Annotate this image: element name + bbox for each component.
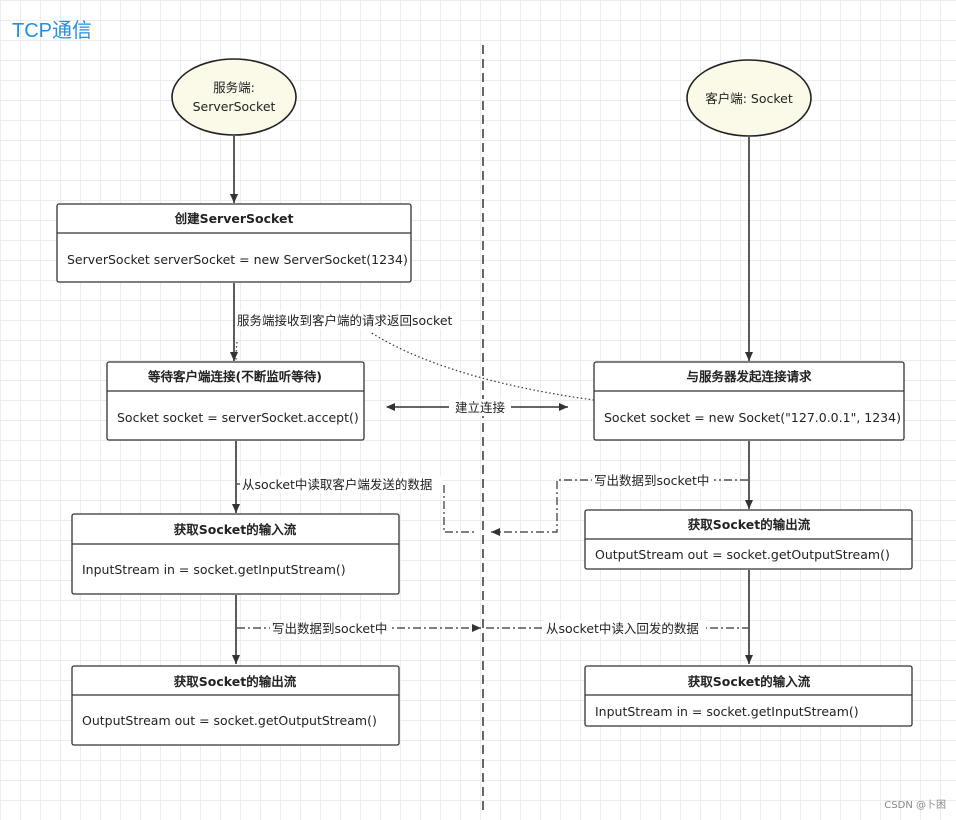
label-establish: 建立连接 [455, 400, 506, 415]
server-ellipse-line1: 服务端: [213, 80, 255, 95]
server-accept-header: 等待客户端连接(不断监听等待) [147, 369, 322, 384]
server-output-header: 获取Socket的输出流 [174, 674, 297, 689]
server-accept-body: Socket socket = serverSocket.accept() [117, 410, 359, 425]
server-input-box: 获取Socket的输入流 InputStream in = socket.get… [71, 513, 400, 595]
server-input-header: 获取Socket的输入流 [174, 522, 297, 537]
server-create-body: ServerSocket serverSocket = new ServerSo… [67, 252, 408, 267]
server-create-header: 创建ServerSocket [174, 211, 294, 226]
server-ellipse-line2: ServerSocket [193, 99, 276, 114]
server-output-box: 获取Socket的输出流 OutputStream out = socket.g… [71, 665, 400, 746]
dotted-return-socket-tail [235, 341, 238, 362]
client-connect-box: 与服务器发起连接请求 Socket socket = new Socket("1… [593, 361, 905, 441]
watermark: CSDN @卜困 [884, 799, 946, 811]
client-ellipse-label: 客户端: Socket [705, 91, 793, 106]
client-ellipse: 客户端: Socket [686, 59, 812, 137]
dashdot-client-write-line [491, 479, 748, 536]
client-output-header: 获取Socket的输出流 [688, 517, 811, 532]
server-create-box: 创建ServerSocket ServerSocket serverSocket… [56, 203, 412, 283]
diagram-title: TCP通信 [12, 20, 92, 42]
client-output-body: OutputStream out = socket.getOutputStrea… [595, 547, 890, 562]
dotted-return-socket-line [369, 331, 595, 401]
client-connect-header: 与服务器发起连接请求 [686, 369, 812, 384]
client-connect-body: Socket socket = new Socket("127.0.0.1", … [604, 410, 901, 425]
client-output-box: 获取Socket的输出流 OutputStream out = socket.g… [584, 509, 913, 570]
label-server-write: 写出数据到socket中 [272, 621, 387, 636]
label-client-write: 写出数据到socket中 [594, 473, 709, 488]
server-ellipse: 服务端: ServerSocket [171, 58, 297, 136]
label-read-from-client: 从socket中读取客户端发送的数据 [242, 477, 432, 492]
server-accept-box: 等待客户端连接(不断监听等待) Socket socket = serverSo… [106, 361, 365, 441]
label-server-receive: 服务端接收到客户端的请求返回socket [237, 313, 453, 328]
server-output-body: OutputStream out = socket.getOutputStrea… [82, 713, 377, 728]
client-input-box: 获取Socket的输入流 InputStream in = socket.get… [584, 665, 913, 727]
client-input-header: 获取Socket的输入流 [688, 674, 811, 689]
client-input-body: InputStream in = socket.getInputStream() [595, 704, 859, 719]
server-input-body: InputStream in = socket.getInputStream() [82, 562, 346, 577]
label-client-read: 从socket中读入回发的数据 [546, 621, 699, 636]
